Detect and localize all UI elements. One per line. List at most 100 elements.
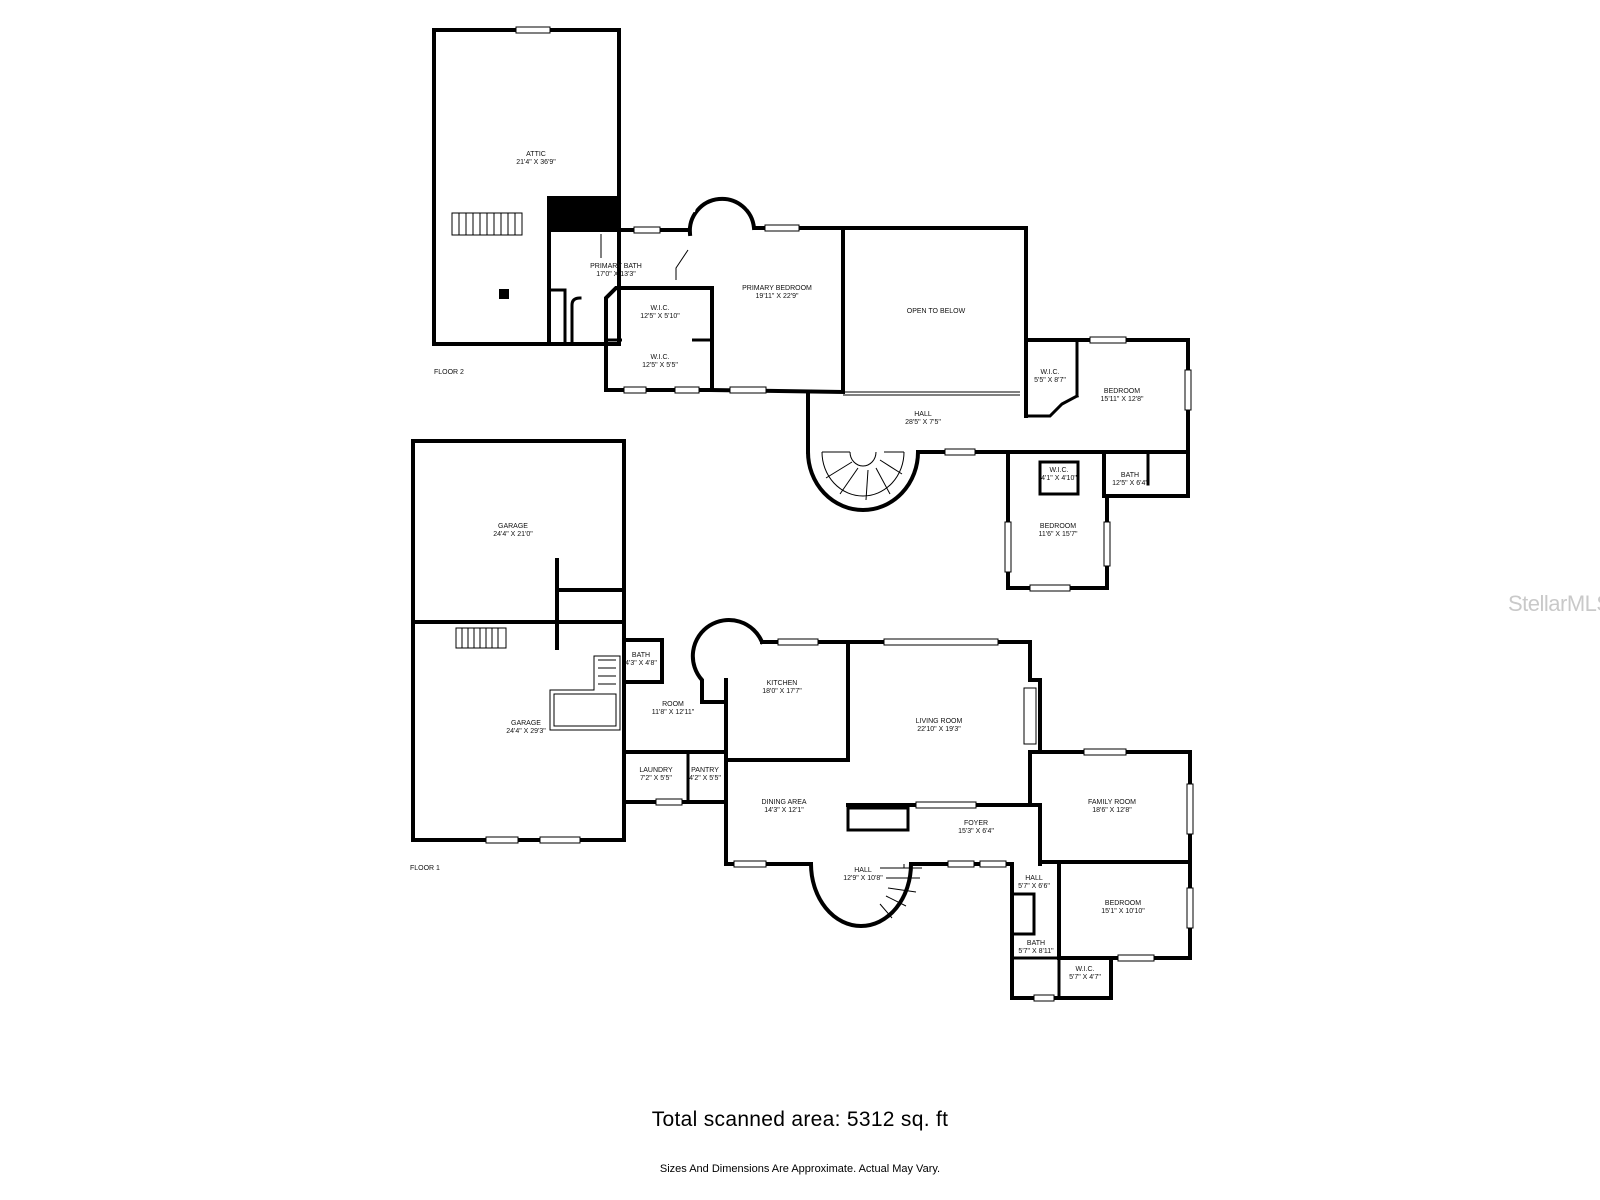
hall-1-window [947, 860, 975, 868]
room-name: PRIMARY BEDROOM [742, 285, 812, 292]
open-to-below-walls [841, 226, 1028, 418]
primary-bath-window [633, 226, 661, 234]
tower-2-wall [687, 196, 757, 237]
wic-divider-opening [622, 338, 692, 342]
room-dims: 21'4" X 36'9" [516, 159, 556, 166]
room-dims: 18'0" X 17'7" [762, 688, 802, 695]
primary-bedroom-walls [709, 226, 845, 395]
attic-window [515, 26, 551, 34]
kitchen-walls [724, 640, 850, 762]
attic-stair [451, 212, 523, 236]
room-dims: 11'6" X 15'7" [1038, 531, 1078, 538]
garage-entry-stair [549, 655, 621, 731]
room-labels: FLOOR 2 FLOOR 1 ATTIC 21'4" X 36'9" PRIM… [410, 151, 1148, 981]
foyer-walls [846, 803, 1042, 866]
floor-2-label: FLOOR 2 [434, 369, 464, 376]
room-name: W.I.C. [650, 354, 669, 361]
room-name: BEDROOM [1040, 523, 1076, 530]
bedroom-3-window [1029, 584, 1071, 592]
room-dims: 4'3" X 4'8" [625, 660, 657, 667]
room-dims: 5'5" X 8'7" [1034, 377, 1066, 384]
spiral-stair-2-wall [805, 449, 921, 512]
room-name: W.I.C. [1049, 467, 1068, 474]
bath-2-walls [1102, 450, 1190, 498]
bedroom-3-window-3 [1103, 521, 1111, 567]
room-name: LIVING ROOM [916, 718, 963, 725]
room-name: BEDROOM [1105, 900, 1141, 907]
room-name: DINING AREA [761, 799, 806, 806]
garage-stair [455, 627, 507, 649]
room-name: FAMILY ROOM [1088, 799, 1136, 806]
garage-window-1 [485, 836, 519, 844]
dining-walls [724, 758, 813, 866]
laundry-window [655, 798, 683, 806]
bath-small-walls [1010, 892, 1036, 936]
room-dims: 4'2" X 5'5" [689, 775, 721, 782]
room-name: FOYER [964, 820, 988, 827]
family-room-window-2 [1186, 783, 1194, 835]
room-dims: 15'3" X 6'4" [958, 828, 994, 835]
bedroom-2-wic-angle [1024, 393, 1080, 418]
attic-black-block [547, 196, 619, 230]
room-dims: 24'4" X 21'0" [493, 531, 533, 538]
room-name: BATH [1121, 472, 1139, 479]
room-dims: 4'1" X 4'10" [1041, 475, 1077, 482]
room-dims: 28'5" X 7'5" [905, 419, 941, 426]
bath-small-window [1033, 994, 1055, 1002]
fireplace [1023, 687, 1037, 745]
room-name: W.I.C. [650, 305, 669, 312]
room-name: BATH [632, 652, 650, 659]
room-dims: 15'1" X 10'10" [1101, 908, 1145, 915]
tower-1-wall [690, 618, 765, 704]
total-area: Total scanned area: 5312 sq. ft [651, 1108, 949, 1131]
bedroom-2-walls [1006, 338, 1190, 454]
spiral-stair-1-wall [808, 861, 914, 928]
primary-bath-fixture [550, 288, 567, 346]
foyer-bench [846, 806, 910, 832]
living-room-window [883, 638, 999, 646]
disclaimer: Sizes And Dimensions Are Approximate. Ac… [659, 1163, 941, 1175]
room-name: GARAGE [498, 523, 528, 530]
room-name: BATH [1027, 940, 1045, 947]
spiral-stair-1-treads [879, 864, 922, 919]
room-dims: 11'8" X 12'11" [652, 709, 695, 716]
wic-window-2 [674, 386, 700, 394]
room-name: ATTIC [526, 151, 546, 158]
room-dims: 24'4" X 29'3" [506, 728, 546, 735]
floor-1 [411, 439, 1194, 1002]
room-dims: 18'6" X 12'8" [1092, 807, 1132, 814]
primary-bedroom-window-2 [729, 386, 767, 394]
room-name: PRIMARY BATH [590, 263, 642, 270]
room-name: KITCHEN [767, 680, 798, 687]
room-name: BEDROOM [1104, 388, 1140, 395]
room-dims: 17'0" X 13'3" [596, 271, 636, 278]
room-dims: 12'5" X 5'10" [640, 313, 680, 320]
dining-window [733, 860, 767, 868]
tower-2-inner [675, 249, 689, 280]
room-dims: 14'3" X 12'1" [764, 807, 804, 814]
wic-small-walls [1038, 460, 1080, 496]
hall-1-window-2 [979, 860, 1007, 868]
room-name: W.I.C. [1040, 369, 1059, 376]
room-dims: 5'7" X 6'6" [1018, 883, 1050, 890]
bedroom-1-window-2 [1186, 887, 1194, 929]
attic-walls [432, 28, 621, 346]
room-name: ROOM [662, 701, 684, 708]
room-dims: 7'2" X 5'5" [640, 775, 672, 782]
room-name: GARAGE [511, 720, 541, 727]
hall-2-window [944, 448, 976, 456]
attic-hatch [499, 289, 509, 299]
tower-1-arc-windows [693, 605, 755, 629]
room-name: PANTRY [691, 767, 719, 774]
room-dims: 5'7" X 8'11" [1018, 948, 1054, 955]
spiral-stair-2-treads [821, 451, 905, 501]
garage-window-2 [539, 836, 581, 844]
room-dims: 15'11" X 12'8" [1101, 396, 1144, 403]
room-name: HALL [1025, 875, 1043, 882]
bedroom-2-window-2 [1184, 369, 1192, 411]
room-name: HALL [854, 867, 872, 874]
kitchen-window [777, 638, 819, 646]
room-dims: 12'5" X 5'5" [642, 362, 678, 369]
family-room-window [1083, 748, 1127, 756]
bedroom-3-window-2 [1004, 521, 1012, 573]
